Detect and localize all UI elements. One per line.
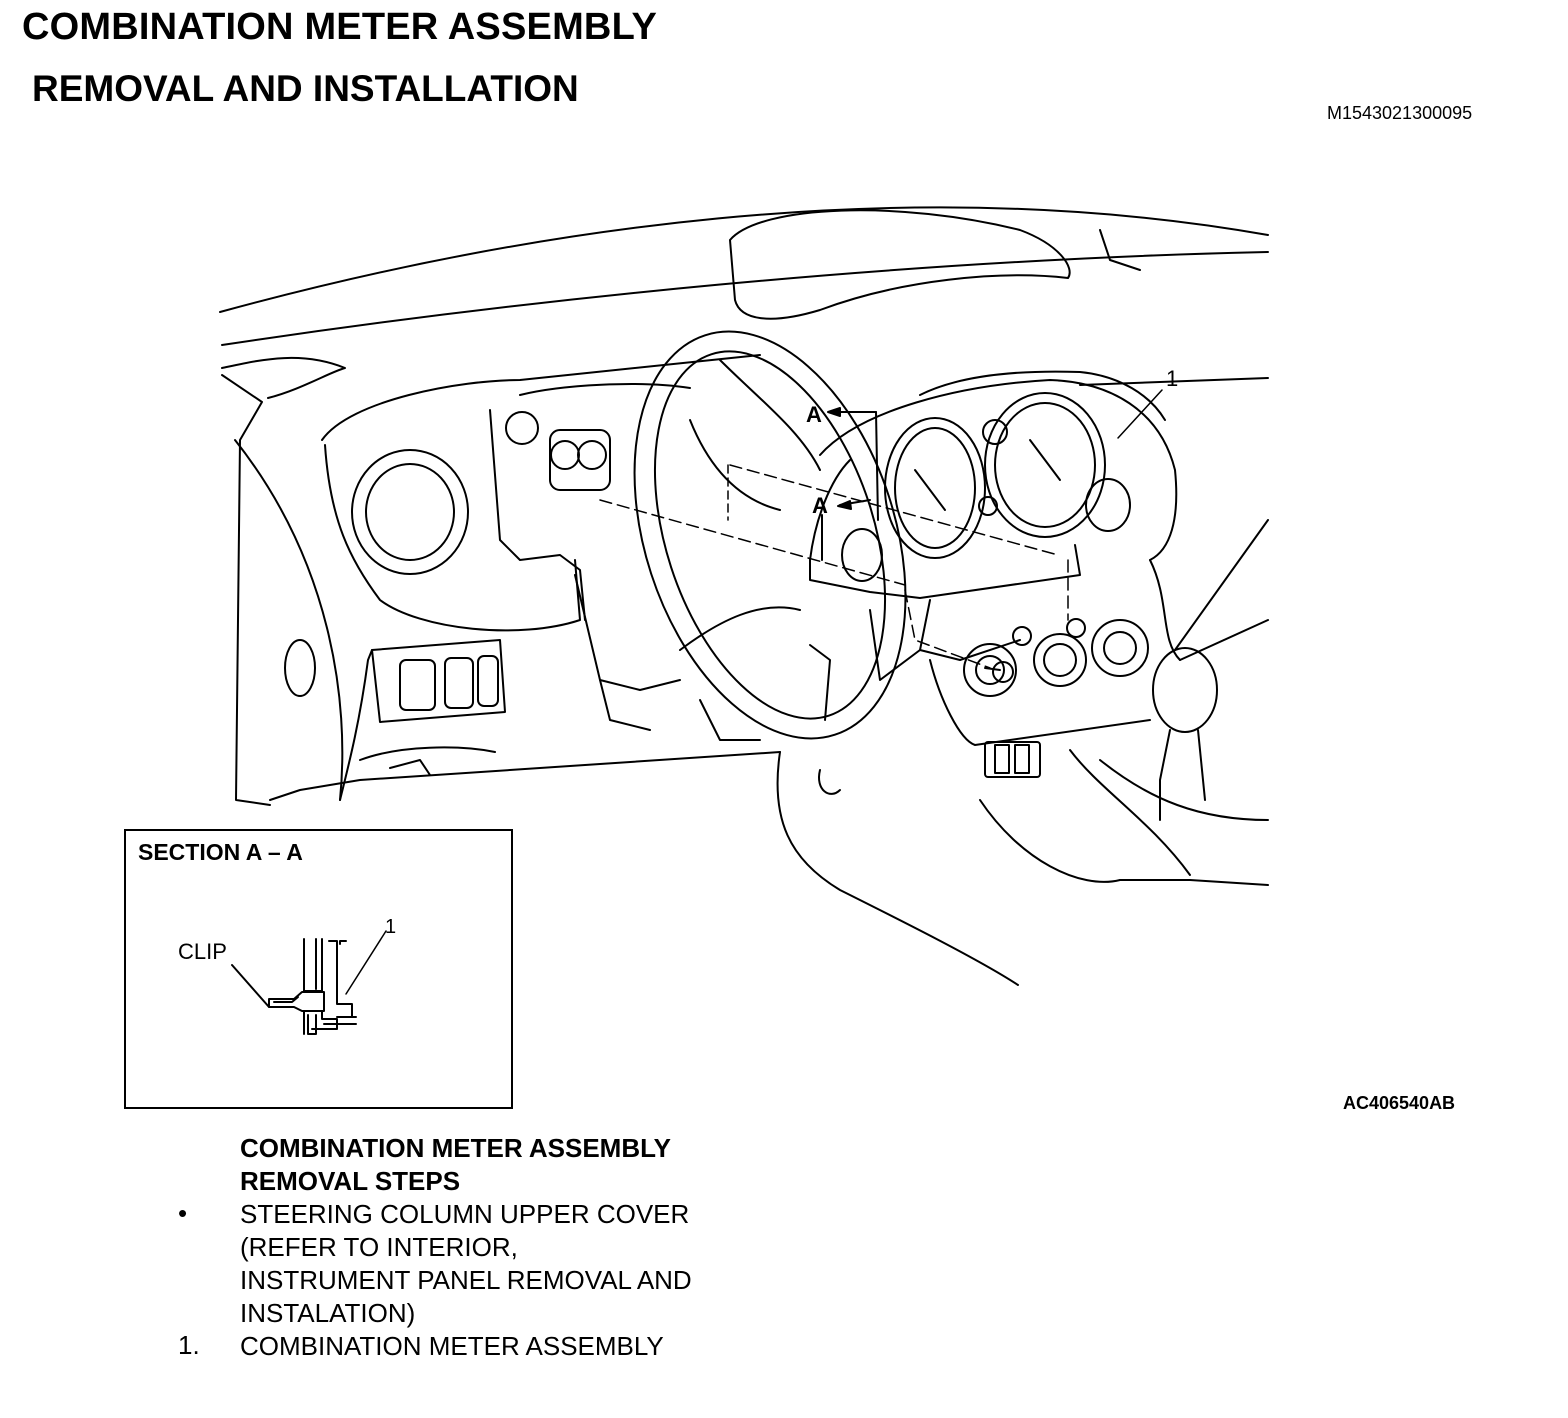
clip-label: CLIP [178, 939, 227, 964]
removal-steps: COMBINATION METER ASSEMBLY REMOVAL STEPS… [240, 1132, 692, 1363]
step-item-1-line-3: INSTRUMENT PANEL REMOVAL AND [240, 1265, 692, 1295]
document-id: M1543021300095 [1327, 103, 1473, 123]
figure-id: AC406540AB [1343, 1093, 1456, 1113]
step-item-1-line-1: STEERING COLUMN UPPER COVER [240, 1199, 690, 1229]
inset-part-number: 1 [385, 916, 397, 938]
step-item-2-line-1: COMBINATION METER ASSEMBLY [240, 1331, 664, 1361]
step-item-1-line-4: INSTALATION) [240, 1298, 416, 1328]
page-subtitle: REMOVAL AND INSTALLATION [32, 68, 579, 109]
page-title: COMBINATION METER ASSEMBLY [22, 6, 658, 48]
step-item-1-line-2: (REFER TO INTERIOR, [240, 1232, 518, 1262]
step-number-marker: 1. [178, 1330, 200, 1360]
clip-cross-section-drawing [231, 930, 387, 1035]
section-title: SECTION A – A [138, 839, 303, 865]
section-marker-a-lower: A [812, 493, 828, 518]
steps-heading-line1: COMBINATION METER ASSEMBLY [240, 1133, 671, 1163]
step-bullet-marker: • [178, 1198, 188, 1228]
step-item-2: COMBINATION METER ASSEMBLY [240, 1330, 692, 1363]
steps-heading-line2: REMOVAL STEPS [240, 1166, 461, 1196]
callout-part-1: 1 [1166, 366, 1179, 391]
step-item-1: STEERING COLUMN UPPER COVER (REFER TO IN… [240, 1198, 692, 1330]
section-a-a-inset: SECTION A – A CLIP 1 [124, 829, 513, 1109]
section-marker-a-upper: A [806, 402, 822, 427]
